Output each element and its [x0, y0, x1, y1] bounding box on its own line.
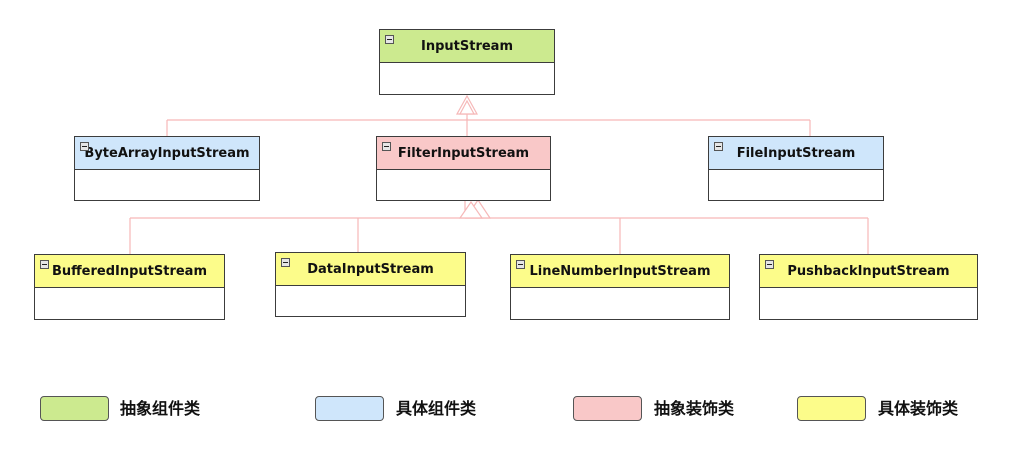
legend-label: 具体组件类: [396, 399, 477, 418]
class-box-data-input-stream[interactable]: DataInputStream: [275, 252, 466, 317]
class-box-buffered-input-stream[interactable]: BufferedInputStream: [34, 254, 225, 320]
collapse-icon[interactable]: [40, 260, 49, 269]
legend-label: 抽象装饰类: [654, 399, 735, 418]
collapse-icon[interactable]: [80, 142, 89, 151]
class-name: BufferedInputStream: [51, 263, 208, 279]
legend-swatch-concrete-decorator: [797, 396, 866, 421]
legend-label: 具体装饰类: [878, 399, 959, 418]
class-box-input-stream[interactable]: InputStream: [379, 29, 555, 95]
collapse-icon[interactable]: [281, 258, 290, 267]
hollow-triangle-arrow-icon: [458, 99, 476, 115]
class-header: FilterInputStream: [377, 137, 550, 170]
class-name: ByteArrayInputStream: [84, 145, 250, 161]
class-box-pushback-input-stream[interactable]: PushbackInputStream: [759, 254, 978, 320]
class-name: LineNumberInputStream: [529, 263, 711, 279]
legend-swatch-abstract-component: [40, 396, 109, 421]
collapse-icon[interactable]: [385, 35, 394, 44]
class-box-line-number-input-stream[interactable]: LineNumberInputStream: [510, 254, 730, 320]
collapse-icon[interactable]: [765, 260, 774, 269]
collapse-icon[interactable]: [714, 142, 723, 151]
class-header: LineNumberInputStream: [511, 255, 729, 288]
class-name: DataInputStream: [307, 261, 434, 277]
class-name: FileInputStream: [736, 145, 856, 161]
class-name: FilterInputStream: [397, 145, 530, 161]
collapse-icon[interactable]: [516, 260, 525, 269]
class-name: InputStream: [421, 38, 513, 54]
collapse-icon[interactable]: [382, 142, 391, 151]
legend-swatch-concrete-component: [315, 396, 384, 421]
class-header: FileInputStream: [709, 137, 883, 170]
hollow-triangle-arrow-icon: [458, 200, 484, 219]
class-name: PushbackInputStream: [787, 263, 950, 279]
class-header: DataInputStream: [276, 253, 465, 286]
legend-swatch-abstract-decorator: [573, 396, 642, 421]
class-box-byte-array-input-stream[interactable]: ByteArrayInputStream: [74, 136, 260, 201]
class-box-file-input-stream[interactable]: FileInputStream: [708, 136, 884, 201]
class-header: BufferedInputStream: [35, 255, 224, 288]
class-header: PushbackInputStream: [760, 255, 977, 288]
class-box-filter-input-stream[interactable]: FilterInputStream: [376, 136, 551, 201]
class-header: InputStream: [380, 30, 554, 63]
legend-label: 抽象组件类: [120, 399, 201, 418]
class-header: ByteArrayInputStream: [75, 137, 259, 170]
